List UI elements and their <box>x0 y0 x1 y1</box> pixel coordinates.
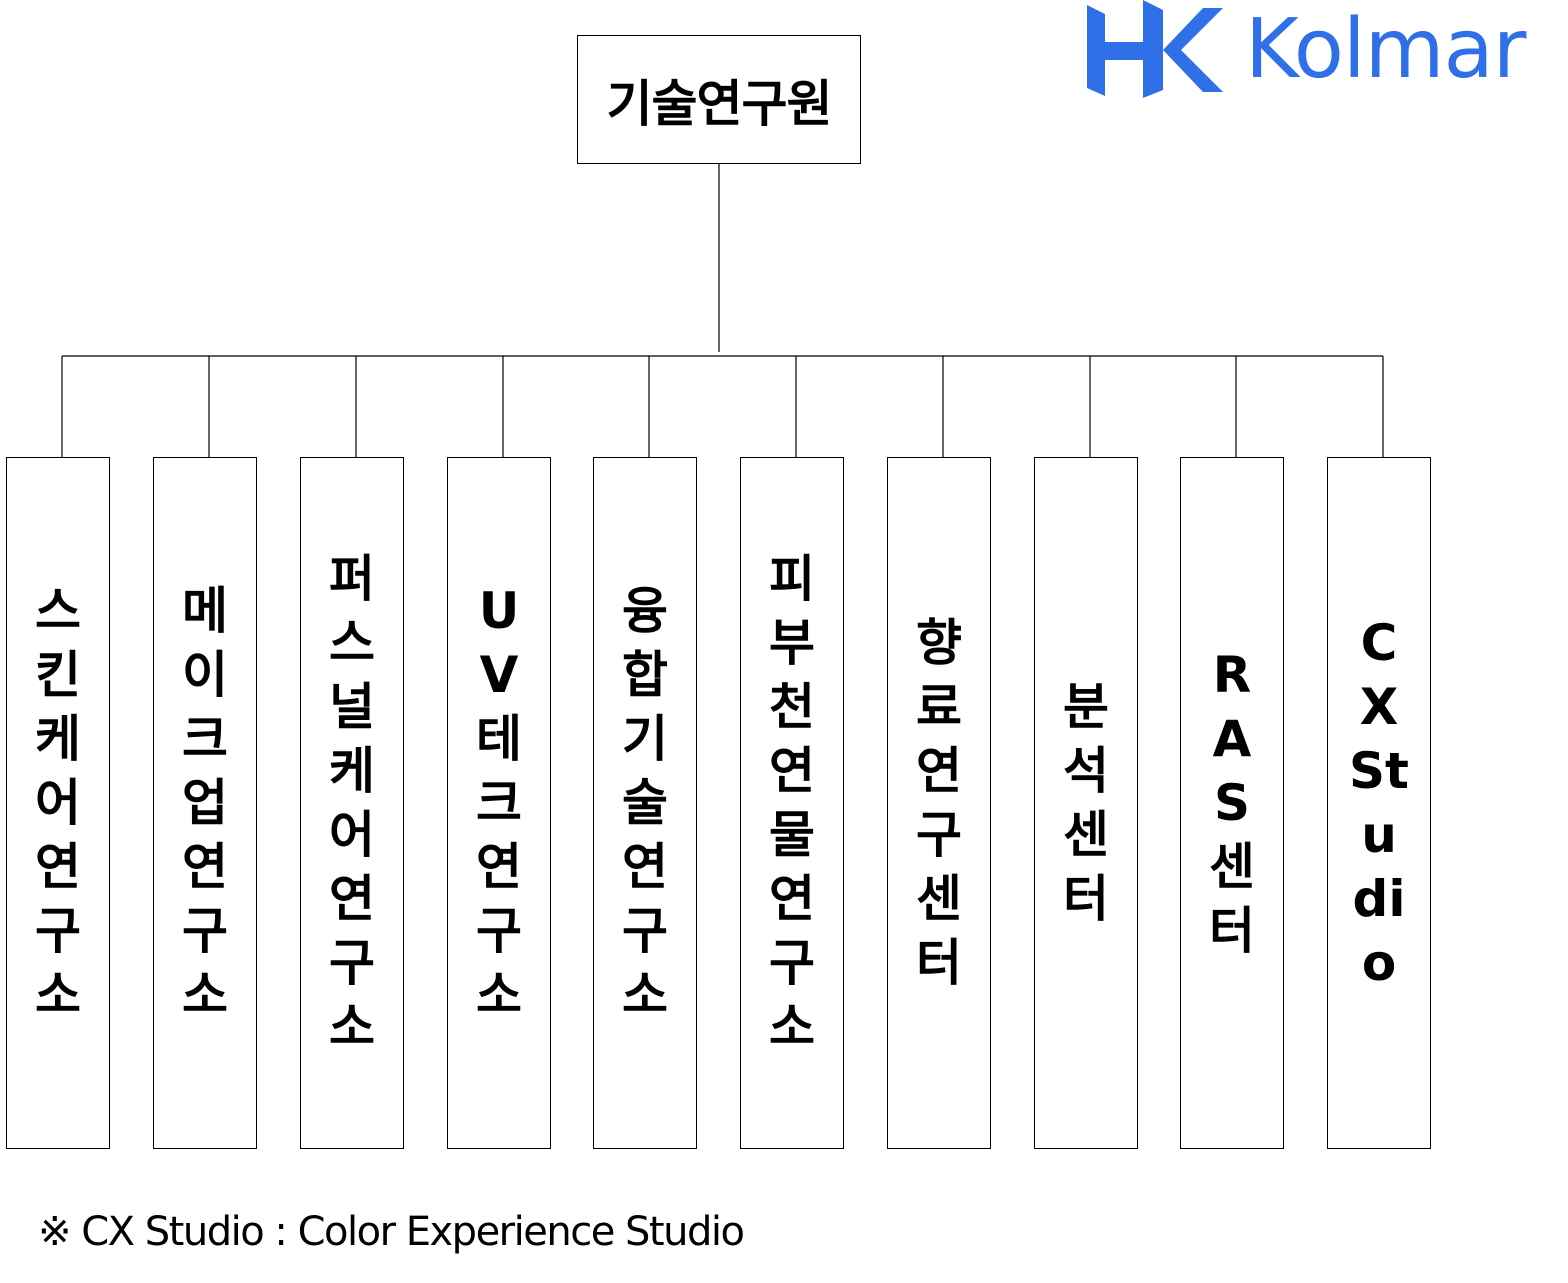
unit-node-label: 융합기술연구소 <box>622 582 668 1024</box>
hk-logo-mark-icon <box>1087 0 1223 98</box>
unit-node-label: RAS센터 <box>1209 646 1255 960</box>
unit-node-label: UV테크연구소 <box>476 582 522 1024</box>
unit-node: UV테크연구소 <box>447 457 551 1149</box>
unit-node-label: 피부천연물연구소 <box>769 550 815 1056</box>
footnote: ※ CX Studio : Color Experience Studio <box>38 1209 745 1255</box>
unit-node-label: 향료연구센터 <box>916 614 962 992</box>
root-node: 기술연구원 <box>577 35 861 164</box>
unit-node-label: 분석센터 <box>1063 678 1109 928</box>
root-node-label: 기술연구원 <box>606 74 833 133</box>
unit-node-label: 퍼스널케어연구소 <box>329 550 375 1056</box>
unit-node: RAS센터 <box>1180 457 1284 1149</box>
unit-node: 메이크업연구소 <box>153 457 257 1149</box>
logo-wordmark: Kolmar <box>1245 2 1526 97</box>
unit-node-label: CXStudio <box>1349 614 1409 992</box>
unit-node-label: 메이크업연구소 <box>182 582 228 1024</box>
kolmar-logo: Kolmar <box>1085 0 1568 100</box>
unit-node: 분석센터 <box>1034 457 1138 1149</box>
unit-node: 융합기술연구소 <box>593 457 697 1149</box>
unit-node: 피부천연물연구소 <box>740 457 844 1149</box>
unit-node-label: 스킨케어연구소 <box>35 582 81 1024</box>
unit-node: 향료연구센터 <box>887 457 991 1149</box>
unit-node: 퍼스널케어연구소 <box>300 457 404 1149</box>
unit-node: CXStudio <box>1327 457 1431 1149</box>
unit-node: 스킨케어연구소 <box>6 457 110 1149</box>
